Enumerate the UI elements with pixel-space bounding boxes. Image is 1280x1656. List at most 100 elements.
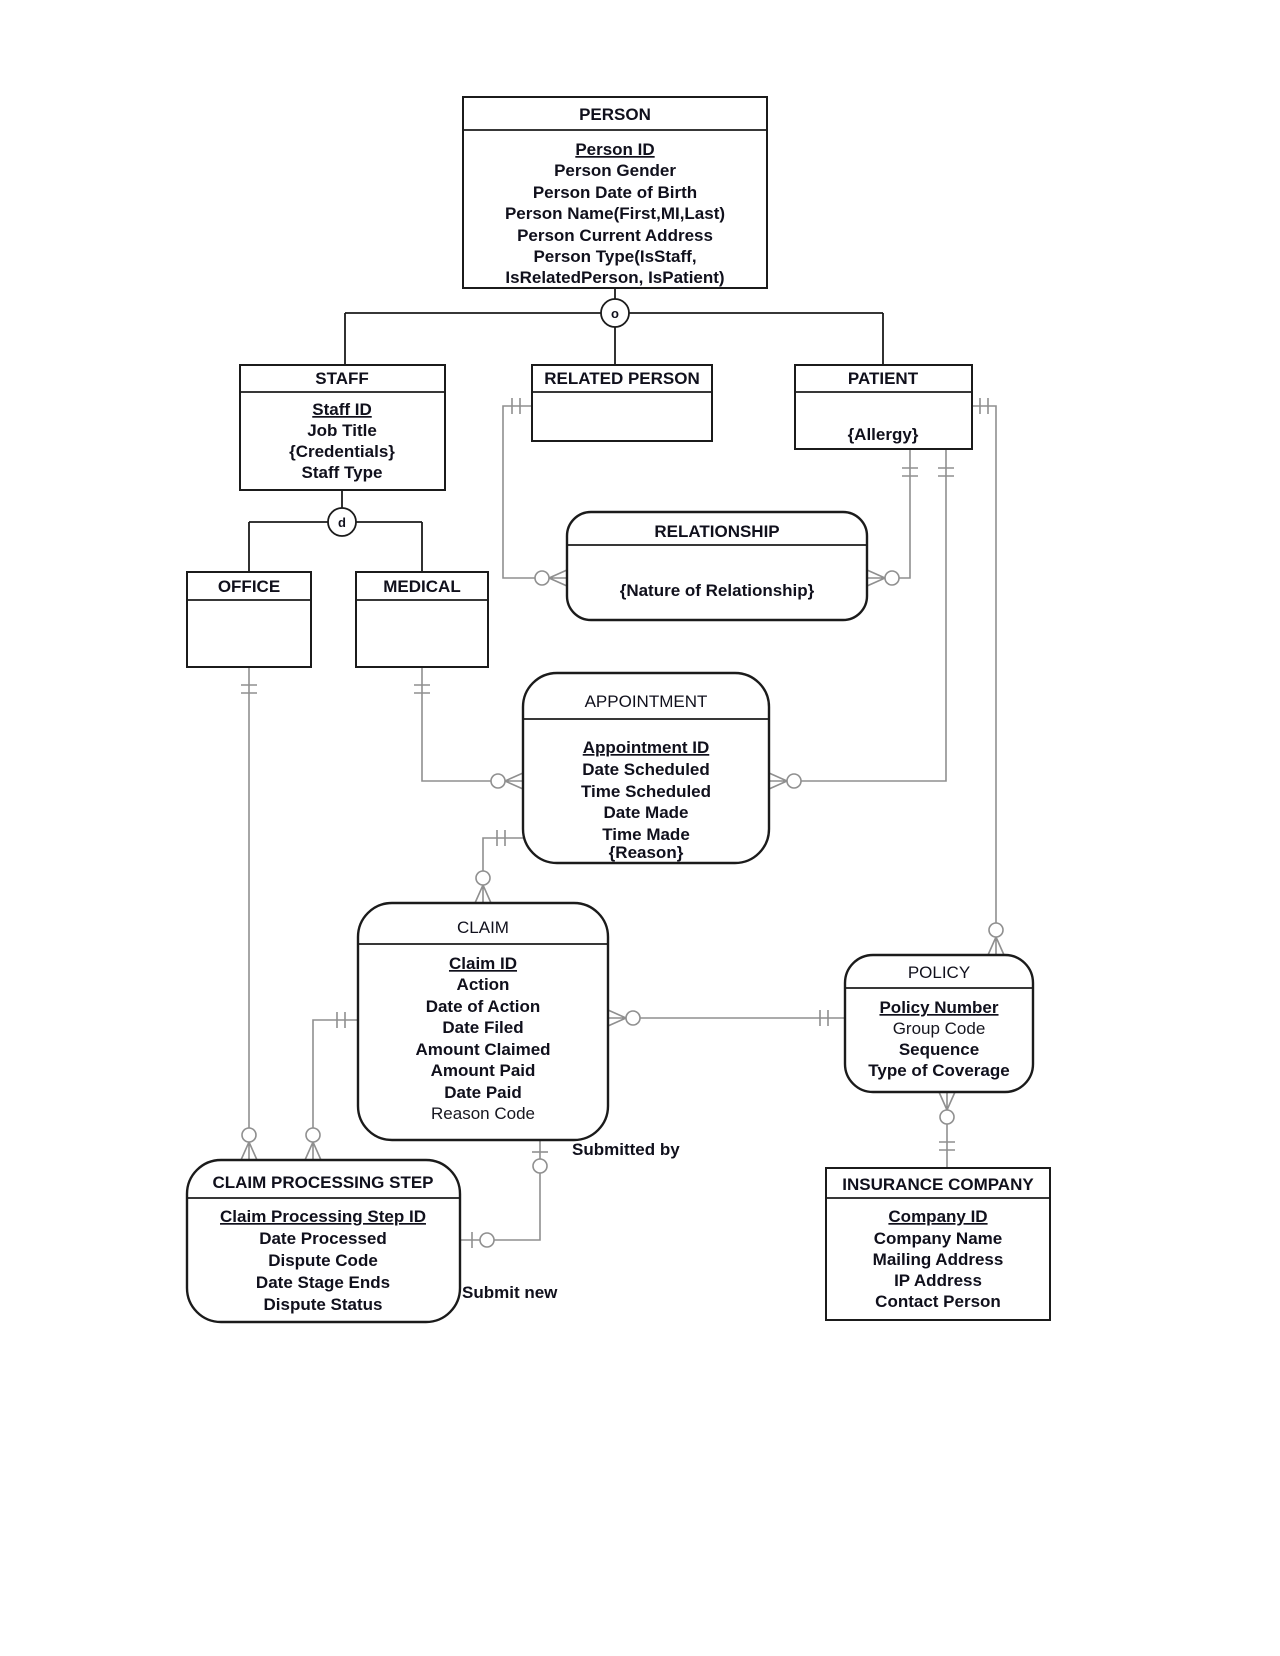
optional-circle-icon (884, 570, 900, 586)
label-submit-new: Submit new (462, 1283, 558, 1302)
connector-line (356, 521, 423, 572)
entity-attribute: Date Made (603, 803, 688, 822)
entity-box (186, 571, 312, 668)
crowfoot-icon (240, 1141, 258, 1161)
one-one-bars-icon (496, 830, 506, 846)
entity-appointment: APPOINTMENT Appointment ID Date Schedule… (521, 671, 771, 865)
one-one-bars-icon (939, 1141, 955, 1151)
entity-attribute: Job Title (307, 421, 377, 440)
crowfoot-icon (768, 772, 788, 790)
connector-line (312, 1019, 358, 1128)
entity-title: RELATIONSHIP (654, 522, 779, 541)
crowfoot-icon (304, 1141, 322, 1161)
entity-attribute: Action (457, 975, 510, 994)
entity-attribute: Claim ID (449, 954, 517, 973)
entity-attribute: Time Made (602, 825, 690, 844)
connector-line (248, 521, 328, 572)
entity-attribute: Person Name(First,MI,Last) (505, 204, 725, 223)
entity-attribute: Amount Paid (431, 1061, 536, 1080)
entity-box (239, 364, 446, 491)
entity-attribute: Date Processed (259, 1229, 387, 1248)
entity-claim-processing-step: CLAIM PROCESSING STEP Claim Processing S… (185, 1158, 462, 1324)
one-one-bars-icon (511, 398, 521, 414)
entity-attribute: Person ID (575, 140, 654, 159)
entity-attribute: Group Code (893, 1019, 986, 1038)
connector-relatedperson-relationship (502, 398, 568, 587)
label-submitted-by: Submitted by (572, 1140, 680, 1159)
entity-attribute: {Allergy} (848, 425, 919, 444)
entity-attribute: Mailing Address (873, 1250, 1004, 1269)
disjoint-subtype-letter: d (338, 515, 346, 530)
entity-box (794, 364, 973, 450)
optional-circle-icon (479, 1232, 495, 1248)
entity-box (521, 671, 771, 865)
entity-title: INSURANCE COMPANY (842, 1175, 1034, 1194)
connector-line (801, 449, 947, 782)
entity-attribute: Date Scheduled (582, 760, 710, 779)
entity-title: OFFICE (218, 577, 280, 596)
entity-box (565, 510, 869, 622)
entity-attribute: Date Paid (444, 1083, 521, 1102)
entity-attribute: Contact Person (875, 1292, 1001, 1311)
entity-attribute: IsRelatedPerson, IsPatient) (505, 268, 724, 287)
entity-title: RELATED PERSON (544, 369, 700, 388)
optional-circle-icon (625, 1010, 641, 1026)
optional-circle-icon (490, 773, 506, 789)
entity-title: POLICY (908, 963, 970, 982)
entity-claim: CLAIM Claim ID Action Date of Action Dat… (356, 901, 610, 1142)
entity-attribute: Dispute Status (263, 1295, 382, 1314)
entity-staff: STAFF Staff ID Job Title {Credentials} S… (239, 364, 446, 491)
entity-insurance-company: INSURANCE COMPANY Company ID Company Nam… (825, 1167, 1051, 1321)
entity-attribute: Staff Type (302, 463, 383, 482)
connector-line (899, 449, 911, 579)
one-one-bars-icon (819, 1010, 829, 1026)
entity-box (462, 96, 768, 289)
entity-attribute: Person Date of Birth (533, 183, 697, 202)
entity-box (825, 1167, 1051, 1321)
connector-appointment-claim (474, 830, 523, 904)
crowfoot-icon (866, 569, 886, 587)
connector-medical-appointment (414, 667, 524, 790)
entity-title: CLAIM (457, 918, 509, 937)
optional-circle-icon (534, 570, 550, 586)
subtype-tree-staff: d (248, 490, 423, 572)
connector-line (502, 405, 535, 579)
entity-attribute: Sequence (899, 1040, 979, 1059)
entity-attribute: IP Address (894, 1271, 982, 1290)
entity-attribute: Date Stage Ends (256, 1273, 390, 1292)
connector-patient-relationship (866, 449, 918, 587)
entity-title: PERSON (579, 105, 651, 124)
entity-attribute: Type of Coverage (868, 1061, 1009, 1080)
entity-attribute: Company ID (888, 1207, 987, 1226)
connector-claim-claimprocessingstep (304, 1012, 358, 1161)
optional-circle-icon (939, 1109, 955, 1125)
entity-attribute: Person Type(IsStaff, (533, 247, 696, 266)
crowfoot-icon (474, 884, 492, 904)
entity-attribute: Staff ID (312, 400, 372, 419)
connector-patient-policy (972, 398, 1005, 956)
entity-attribute: Person Current Address (517, 226, 713, 245)
entity-attribute: Reason Code (431, 1104, 535, 1123)
optional-circle-icon (988, 922, 1004, 938)
optional-circle-icon (475, 870, 491, 886)
entity-medical: MEDICAL (355, 571, 489, 668)
entity-patient: PATIENT {Allergy} (794, 364, 973, 450)
one-one-bars-icon (414, 684, 430, 694)
entity-attribute: Date of Action (426, 997, 541, 1016)
optional-circle-icon (241, 1127, 257, 1143)
overlap-subtype-circle (600, 298, 630, 328)
entity-title: MEDICAL (383, 577, 460, 596)
entity-attribute: {Credentials} (289, 442, 395, 461)
entity-attribute: Claim Processing Step ID (220, 1207, 426, 1226)
overlap-subtype-letter: o (611, 306, 619, 321)
connector-line (629, 312, 884, 365)
one-one-bars-icon (336, 1012, 346, 1028)
entity-policy: POLICY Policy Number Group Code Sequence… (843, 953, 1035, 1094)
connector-line (460, 1140, 541, 1241)
one-one-bars-icon (241, 684, 257, 694)
entity-attribute: Person Gender (554, 161, 676, 180)
entity-attribute: Dispute Code (268, 1251, 378, 1270)
entity-title: CLAIM PROCESSING STEP (212, 1173, 433, 1192)
